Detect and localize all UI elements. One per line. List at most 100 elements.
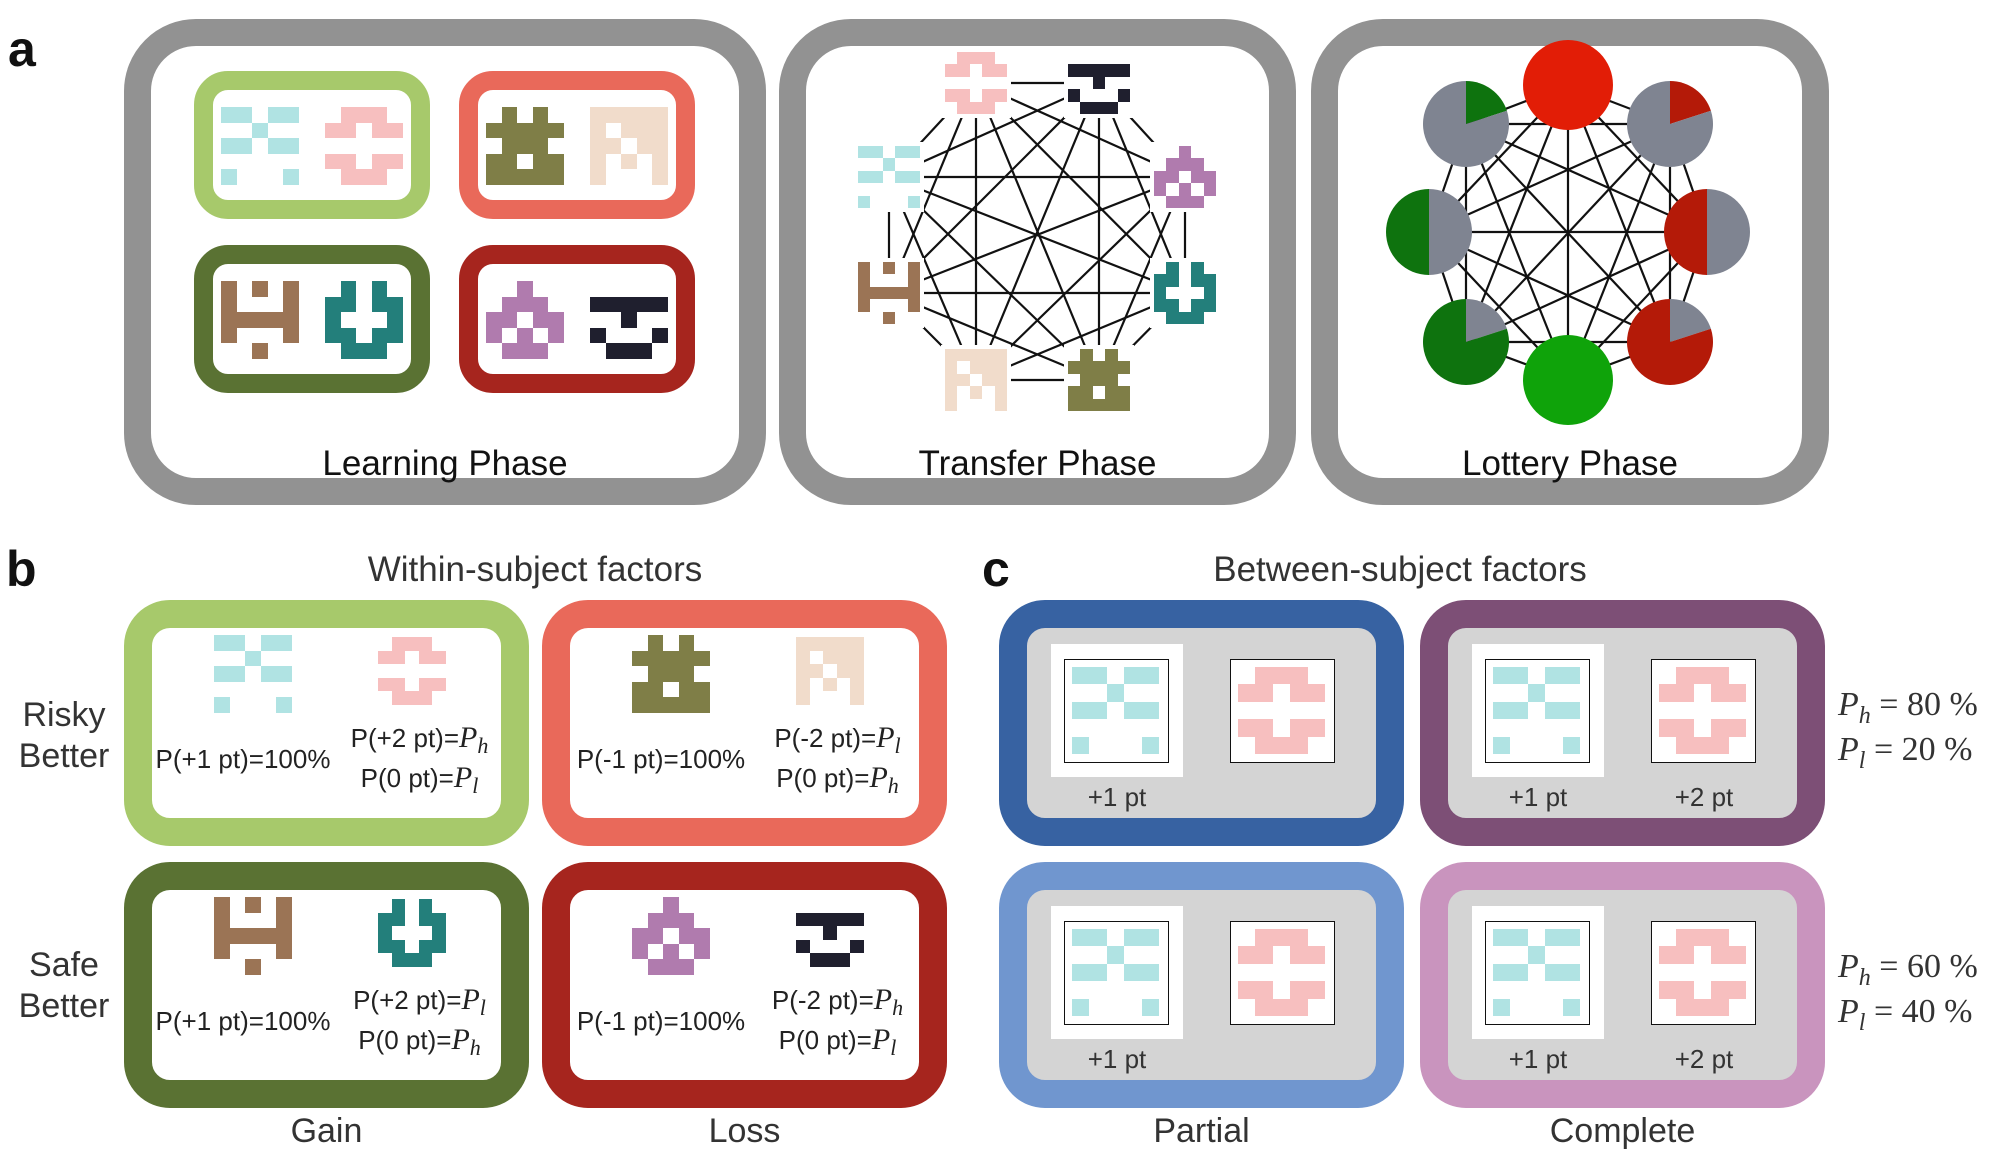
cyan-stimulus-icon bbox=[221, 107, 299, 185]
feedback-cell-complete-60-40: +1 pt +2 pt bbox=[1420, 862, 1825, 1108]
learning-phase-box: Learning Phase bbox=[124, 19, 766, 505]
lottery-node-top-right-nothing-wedge bbox=[1627, 81, 1713, 167]
learning-phase-title: Learning Phase bbox=[322, 444, 568, 483]
transfer-node-beige bbox=[940, 344, 1012, 416]
feedback-cell-complete-80-20: +1 pt+2 pt bbox=[1420, 600, 1825, 846]
learning-pair-risky-better-gain bbox=[194, 71, 430, 219]
transfer-edge bbox=[888, 175, 1186, 295]
forgone-outcome-label: +2 pt bbox=[1674, 1044, 1734, 1074]
navy-stimulus-icon bbox=[590, 281, 668, 359]
pl-20: Pl = 20 % bbox=[1838, 730, 1973, 774]
feedback-cell-partial-80-20: +1 pt bbox=[999, 600, 1404, 846]
unchosen-option-card bbox=[1230, 921, 1335, 1025]
lottery-node-bottom-left-outcome-wedge bbox=[1423, 299, 1509, 385]
transfer-node-brown bbox=[853, 257, 925, 329]
lottery-node-top-right-outcome-wedge bbox=[1670, 81, 1711, 124]
purple-stimulus-icon bbox=[632, 897, 710, 975]
brown-stimulus-icon bbox=[857, 261, 921, 325]
brown-stimulus-icon bbox=[214, 897, 292, 975]
unchosen-option-card bbox=[1651, 659, 1756, 763]
lottery-phase-title: Lottery Phase bbox=[1462, 444, 1678, 483]
lottery-node-bottom bbox=[1523, 335, 1613, 425]
teal-stimulus-icon bbox=[325, 281, 403, 359]
lottery-edge bbox=[1566, 84, 1672, 343]
pink-stimulus-icon bbox=[1659, 667, 1746, 754]
col-label-gain: Gain bbox=[290, 1112, 363, 1150]
navy-stimulus-icon bbox=[1067, 52, 1131, 115]
lottery-edge bbox=[1465, 123, 1671, 343]
transfer-phase-box: Transfer Phase bbox=[779, 19, 1296, 505]
purple-stimulus-icon bbox=[486, 281, 564, 359]
panel-a-label: a bbox=[8, 21, 36, 77]
chosen-option-card bbox=[1485, 921, 1590, 1025]
lottery-node-right-outcome-wedge bbox=[1664, 189, 1707, 275]
sure-option-probability: P(+1 pt)=100% bbox=[155, 1006, 331, 1036]
lottery-edge bbox=[1464, 123, 1570, 381]
teal-stimulus-icon bbox=[378, 899, 446, 967]
pink-stimulus-icon bbox=[325, 107, 403, 185]
cyan-stimulus-icon bbox=[214, 635, 292, 713]
transfer-node-olive bbox=[1063, 344, 1135, 416]
lottery-graph bbox=[1386, 40, 1750, 425]
pink-stimulus-icon bbox=[1659, 929, 1746, 1016]
transfer-phase-title: Transfer Phase bbox=[918, 444, 1157, 483]
unchosen-option-card bbox=[1651, 921, 1756, 1025]
cyan-stimulus-icon bbox=[857, 145, 921, 209]
teal-stimulus-icon bbox=[1153, 261, 1217, 325]
between-subject-title: Between-subject factors bbox=[1213, 550, 1587, 589]
lottery-node-top bbox=[1523, 40, 1613, 130]
olive-stimulus-icon bbox=[486, 107, 564, 185]
lottery-edge bbox=[1566, 123, 1672, 381]
pl-40: Pl = 40 % bbox=[1838, 992, 1973, 1036]
purple-stimulus-icon bbox=[1153, 145, 1217, 209]
learning-pair-risky-better-loss bbox=[459, 71, 695, 219]
lottery-node-top-left-nothing-wedge bbox=[1423, 81, 1509, 167]
navy-stimulus-icon bbox=[796, 899, 864, 967]
cyan-stimulus-icon bbox=[1072, 667, 1159, 754]
transfer-node-cyan bbox=[853, 141, 925, 213]
transfer-node-purple bbox=[1149, 141, 1221, 213]
sure-option-probability: P(-1 pt)=100% bbox=[576, 1006, 746, 1036]
lottery-edge bbox=[1428, 230, 1671, 344]
lottery-edge bbox=[1428, 122, 1671, 234]
lottery-node-right-nothing-wedge bbox=[1707, 189, 1750, 275]
within-subject-title: Within-subject factors bbox=[367, 550, 703, 589]
lottery-node-bottom-right-outcome-wedge bbox=[1627, 299, 1713, 385]
chosen-option-card bbox=[1064, 921, 1169, 1025]
lottery-node-left-nothing-wedge bbox=[1429, 189, 1472, 275]
cyan-stimulus-icon bbox=[1493, 929, 1580, 1016]
probability-set-80-20: Ph = 80 % Pl = 20 % bbox=[1838, 688, 1978, 778]
forgone-outcome-label: +2 pt bbox=[1674, 782, 1734, 812]
beige-stimulus-icon bbox=[796, 637, 864, 705]
transfer-node-navy bbox=[1063, 47, 1135, 119]
pink-stimulus-icon bbox=[1238, 929, 1325, 1016]
col-label-complete: Complete bbox=[1549, 1112, 1696, 1150]
lottery-node-bottom-right-nothing-wedge bbox=[1670, 299, 1711, 342]
panel-b-label: b bbox=[6, 541, 37, 597]
lottery-edge bbox=[1465, 122, 1708, 234]
col-label-loss: Loss bbox=[708, 1112, 781, 1150]
learning-pair-safe-better-loss bbox=[459, 245, 695, 393]
lottery-node-top-left-outcome-wedge bbox=[1466, 81, 1507, 124]
olive-stimulus-icon bbox=[632, 635, 710, 713]
chosen-option-card bbox=[1064, 659, 1169, 763]
col-label-partial: Partial bbox=[1153, 1112, 1250, 1150]
chosen-outcome-label: +1 pt bbox=[1508, 1044, 1568, 1074]
pink-stimulus-icon bbox=[944, 51, 1008, 115]
pink-stimulus-icon bbox=[378, 637, 446, 705]
pink-stimulus-icon bbox=[1238, 667, 1325, 754]
learning-pair-safe-better-gain bbox=[194, 245, 430, 393]
transfer-node-teal bbox=[1149, 257, 1221, 329]
lottery-edge bbox=[1464, 84, 1570, 343]
feedback-cell-partial-60-40: +1 pt bbox=[999, 862, 1404, 1108]
lottery-node-left-outcome-wedge bbox=[1386, 189, 1429, 275]
